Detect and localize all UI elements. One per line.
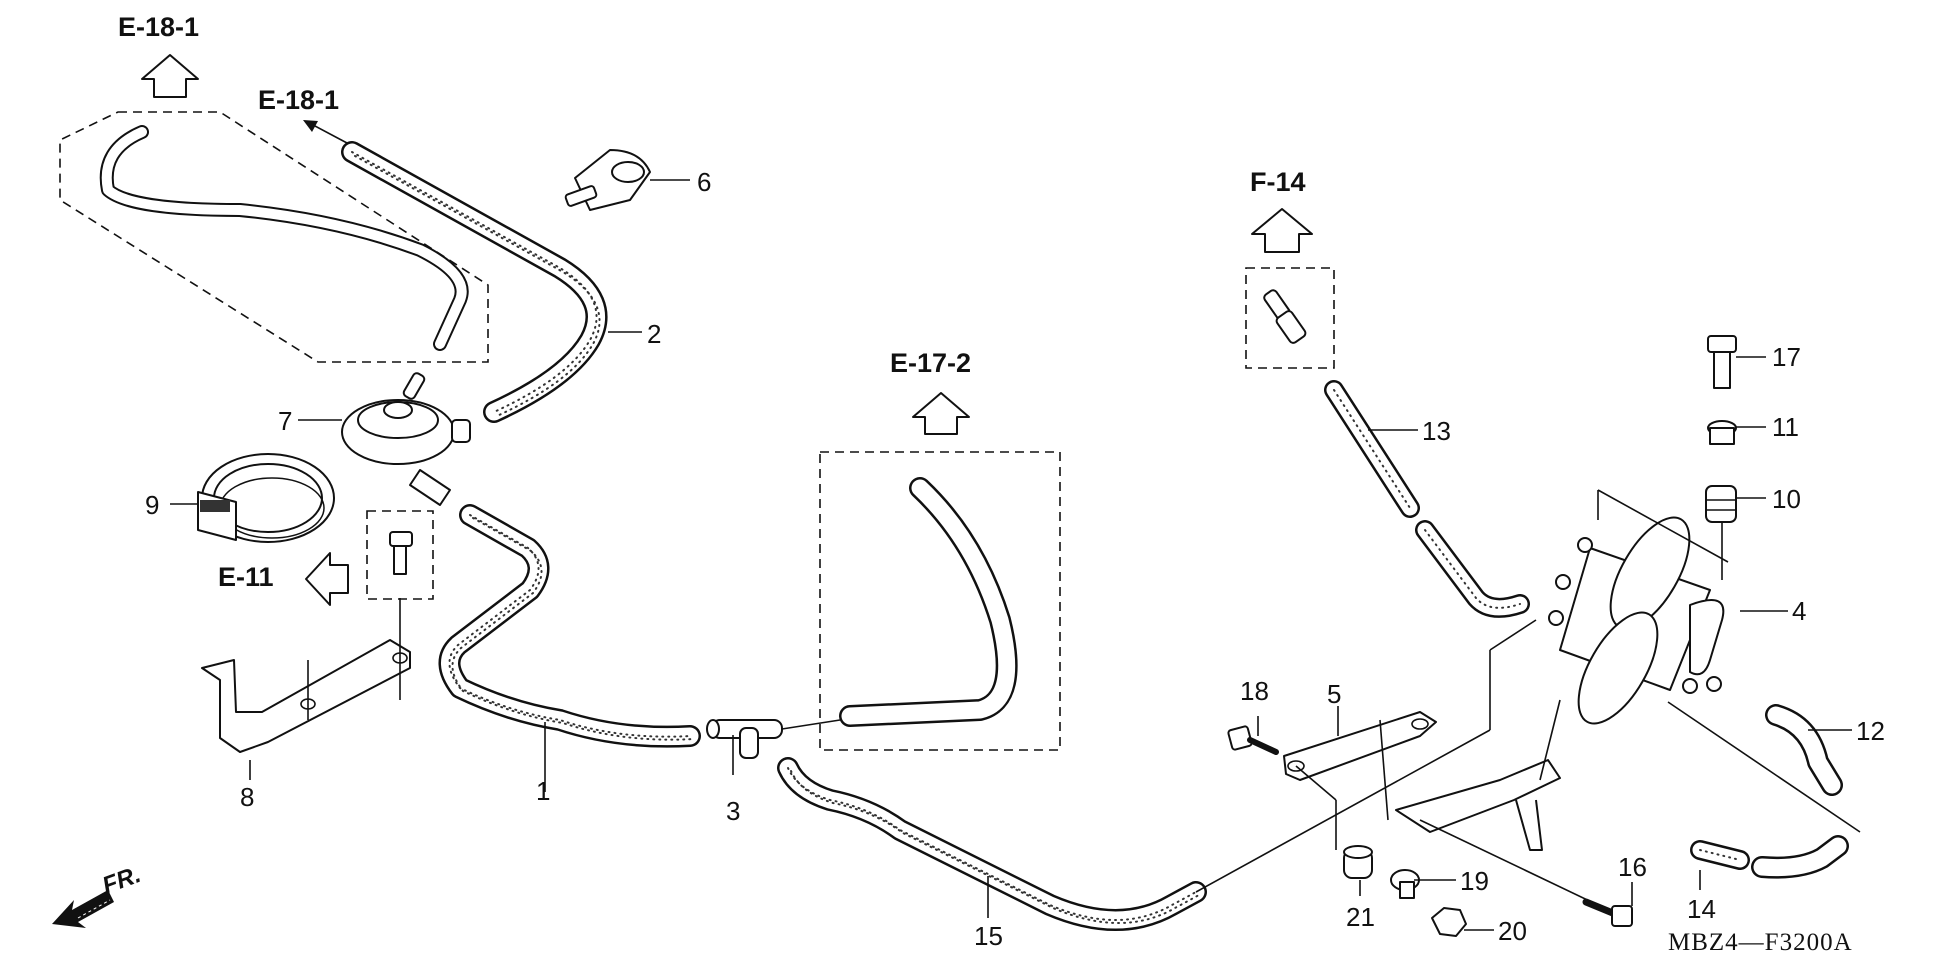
ref-arrow-up-icon — [141, 54, 199, 98]
clip-6[interactable] — [564, 149, 651, 211]
callout-20[interactable]: 20 — [1498, 916, 1527, 946]
callout-1[interactable]: 1 — [536, 776, 550, 806]
canister-4[interactable] — [1548, 505, 1725, 735]
fitting-icon — [1263, 289, 1307, 344]
bolt-16[interactable] — [1582, 898, 1633, 927]
callout-3[interactable]: 3 — [726, 796, 740, 826]
callout-7[interactable]: 7 — [278, 406, 292, 436]
callout-14[interactable]: 14 — [1687, 894, 1716, 924]
ref-label-f14[interactable]: F-14 — [1250, 167, 1306, 197]
callout-5[interactable]: 5 — [1327, 679, 1341, 709]
callout-2[interactable]: 2 — [647, 319, 661, 349]
tube-e17-2 — [839, 477, 1018, 727]
bracket-8[interactable] — [201, 598, 411, 753]
washer-11[interactable] — [1707, 420, 1737, 445]
front-arrow-icon — [52, 890, 114, 928]
enclosure-e18-1 — [59, 111, 489, 363]
callout-13[interactable]: 13 — [1422, 416, 1451, 446]
drawing-code: MBZ4—F3200A — [1668, 929, 1853, 956]
ring-9[interactable] — [197, 453, 335, 543]
bolt-icon — [389, 531, 413, 575]
callout-8[interactable]: 8 — [240, 782, 254, 812]
ref-label-e17-2[interactable]: E-17-2 — [890, 348, 971, 378]
callout-12[interactable]: 12 — [1856, 716, 1885, 746]
callout-21[interactable]: 21 — [1346, 902, 1375, 932]
enclosure-f14 — [1245, 267, 1335, 369]
collar-19[interactable] — [1390, 869, 1420, 899]
hose-2[interactable] — [341, 141, 608, 423]
callout-leaders — [170, 179, 1852, 931]
ref-label-e18-1-top[interactable]: E-18-1 — [118, 12, 199, 42]
callout-9[interactable]: 9 — [145, 490, 159, 520]
callout-4[interactable]: 4 — [1792, 596, 1806, 626]
hose-1[interactable] — [438, 504, 701, 748]
grommet-21[interactable] — [1343, 845, 1373, 879]
tube-e18-1 — [99, 125, 469, 351]
ref-arrow-up-icon — [912, 392, 970, 435]
callout-16[interactable]: 16 — [1618, 852, 1647, 882]
front-label: FR. — [99, 861, 145, 900]
callout-10[interactable]: 10 — [1772, 484, 1801, 514]
guide-lines — [1195, 489, 1861, 907]
callout-17[interactable]: 17 — [1772, 342, 1801, 372]
ref-arrow-up-icon — [1251, 208, 1313, 253]
bolt-18[interactable] — [1227, 725, 1279, 755]
ref-arrow-line — [314, 125, 348, 144]
bolt-17[interactable] — [1707, 335, 1737, 389]
ref-label-e11[interactable]: E-11 — [218, 562, 274, 592]
callout-15[interactable]: 15 — [974, 921, 1003, 951]
callout-18[interactable]: 18 — [1240, 676, 1269, 706]
ref-arrow-left-icon — [305, 552, 349, 606]
bracket-5[interactable] — [1283, 711, 1561, 851]
ref-arrow-head-icon — [303, 120, 318, 132]
callout-19[interactable]: 19 — [1460, 866, 1489, 896]
nut-20[interactable] — [1431, 907, 1467, 937]
callout-6[interactable]: 6 — [697, 167, 711, 197]
t-joint-3[interactable] — [706, 719, 841, 759]
enclosure-e17-2 — [819, 451, 1061, 751]
valve-7[interactable] — [341, 372, 471, 506]
callout-11[interactable]: 11 — [1772, 412, 1799, 442]
grommet-10[interactable] — [1705, 485, 1737, 523]
hose-13[interactable] — [1324, 380, 1530, 618]
hose-14[interactable] — [1690, 835, 1849, 879]
hose-15[interactable] — [777, 757, 1207, 931]
ref-label-e18-1-side[interactable]: E-18-1 — [258, 85, 339, 115]
hose-12[interactable] — [1765, 704, 1843, 796]
